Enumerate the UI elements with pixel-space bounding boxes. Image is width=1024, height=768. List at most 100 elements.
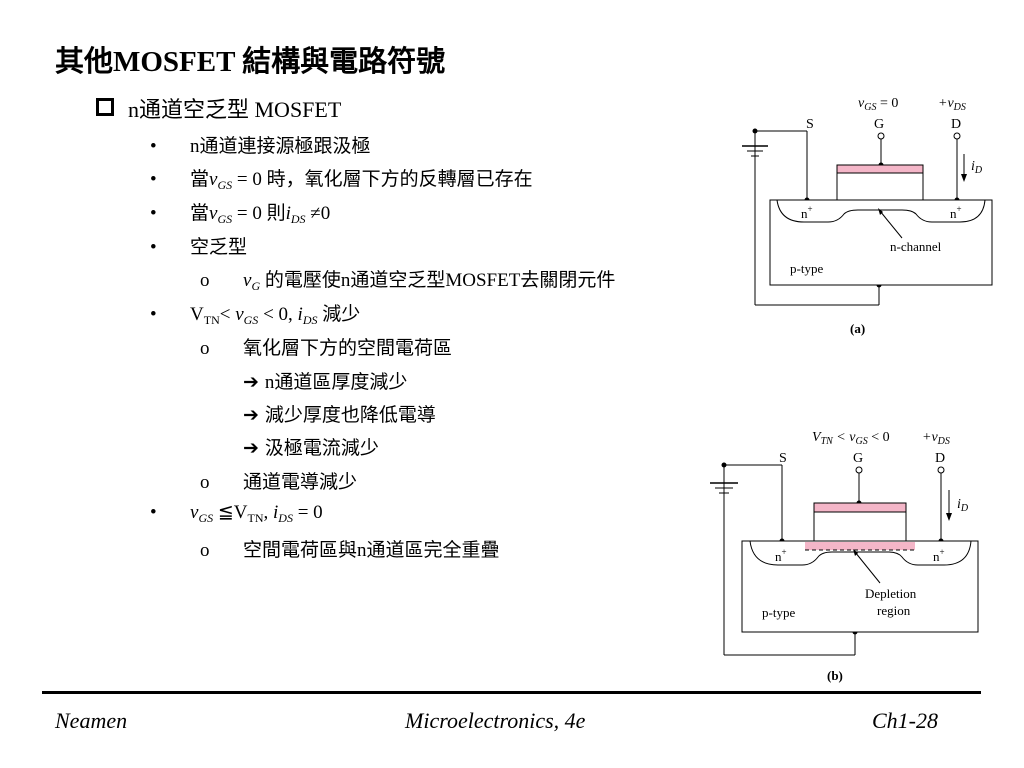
drain-terminal-icon xyxy=(953,132,961,140)
bullet-text: ≦V xyxy=(213,502,248,523)
var-sub: DS xyxy=(290,212,306,226)
bullet-text: 當 xyxy=(190,203,210,224)
n-plus-drain: n+ xyxy=(933,547,945,564)
drain-terminal-icon xyxy=(937,466,945,474)
bullet-text: , xyxy=(263,502,274,523)
gate-label: G xyxy=(853,451,863,466)
p-substrate xyxy=(741,540,979,633)
bullet-text: n通道區厚度減少 xyxy=(264,372,408,393)
figure-a-mosfet-diagram: vGS = 0 +vDS S G D iD n+ n+ n-channel p-… xyxy=(742,96,993,336)
p-type-label: p-type xyxy=(762,605,795,620)
bullet-text: 當 xyxy=(190,169,210,190)
bullet-dot: • xyxy=(150,304,157,325)
bullet-text: ≠0 xyxy=(305,203,331,224)
bullet-text: < 0, xyxy=(258,304,298,325)
var-v: v xyxy=(243,270,252,291)
footer-divider xyxy=(42,691,981,694)
section-heading: n通道空乏型 MOSFET xyxy=(96,92,341,124)
figure-b-mosfet-diagram: VTN < vGS < 0 +vDS S G D iD n+ n+ Deplet… xyxy=(710,430,979,683)
bullet-text: = 0 時，氧化層下方的反轉層已存在 xyxy=(232,169,533,190)
arrow-right-icon: ➔ xyxy=(243,371,259,393)
source-label: S xyxy=(806,117,814,132)
bullet-text: V xyxy=(190,304,204,325)
bullet-text: 氧化層下方的空間電荷區 xyxy=(243,338,453,359)
arrow-item: ➔n通道區厚度減少 xyxy=(243,367,407,394)
gate-oxide xyxy=(836,172,924,201)
drain-label: D xyxy=(935,451,945,466)
n-channel-region xyxy=(749,540,972,566)
var-sub: G xyxy=(251,279,261,293)
bullet-text: 汲極電流減少 xyxy=(264,438,379,459)
gate-oxide xyxy=(813,511,907,542)
gate-terminal-icon xyxy=(855,466,863,474)
bullet-text: = 0 xyxy=(292,502,323,523)
gate-electrode xyxy=(813,502,907,513)
var-v: v xyxy=(209,169,218,190)
bullet-text: 減少 xyxy=(317,304,361,325)
bullet-item: •空乏型 xyxy=(150,232,247,259)
footer-author: Neamen xyxy=(55,708,128,733)
drain-label: D xyxy=(951,117,961,132)
var-sub: DS xyxy=(278,511,293,525)
sub-bullet-marker: o xyxy=(200,270,210,291)
p-type-label: p-type xyxy=(790,261,823,276)
id-label: iD xyxy=(957,497,969,514)
bullet-dot: • xyxy=(150,237,157,258)
bullet-text: 通道電導減少 xyxy=(243,472,358,493)
square-bullet-icon xyxy=(96,98,114,116)
gate-electrode xyxy=(836,164,924,174)
p-substrate xyxy=(769,199,993,286)
vds-label: +vDS xyxy=(922,430,950,447)
n-plus-source: n+ xyxy=(801,204,813,221)
sub-bullet-item: o vG 的電壓使n通道空乏型MOSFET去關閉元件 xyxy=(200,265,615,292)
var-v: v xyxy=(235,304,244,325)
n-channel-label: n-channel xyxy=(890,239,942,254)
var-sub: GS xyxy=(243,313,259,327)
vgs-range-label: VTN < vGS < 0 xyxy=(812,430,890,447)
var-sub: TN xyxy=(203,313,220,327)
var-sub: TN xyxy=(247,511,264,525)
source-label: S xyxy=(779,451,787,466)
bullet-text: 減少厚度也降低電導 xyxy=(264,405,436,426)
page-title: 其他MOSFET 結構與電路符號 xyxy=(55,46,446,78)
sub-bullet-marker: o xyxy=(200,540,210,561)
var-i: i xyxy=(273,502,279,523)
var-i: i xyxy=(297,304,303,325)
arrow-item: ➔汲極電流減少 xyxy=(243,433,379,460)
id-label: iD xyxy=(971,159,983,176)
bullet-item: •VTN< vGS < 0, iDS 減少 xyxy=(150,299,360,326)
arrow-right-icon: ➔ xyxy=(243,404,259,426)
var-sub: GS xyxy=(217,212,233,226)
n-plus-source: n+ xyxy=(775,547,787,564)
section-heading-text: n通道空乏型 MOSFET xyxy=(128,97,342,122)
var-v: v xyxy=(209,203,218,224)
var-i: i xyxy=(285,203,291,224)
bullet-text: < xyxy=(219,304,236,325)
arrow-right-icon: ➔ xyxy=(243,437,259,459)
bullet-text: n通道連接源極跟汲極 xyxy=(190,136,371,157)
bullet-item: •n通道連接源極跟汲極 xyxy=(150,131,371,158)
arrow-item: ➔減少厚度也降低電導 xyxy=(243,400,436,427)
bullet-text: = 0 則 xyxy=(232,203,286,224)
vgs-label: vGS = 0 xyxy=(858,96,898,113)
bullet-item: • vGS ≦VTN, iDS = 0 xyxy=(150,501,323,524)
footer-page: Ch1-28 xyxy=(872,708,938,733)
vds-label: +vDS xyxy=(938,96,966,113)
var-v: v xyxy=(190,502,199,523)
var-sub: GS xyxy=(198,511,214,525)
depletion-label-2: region xyxy=(877,603,911,618)
n-plus-drain: n+ xyxy=(950,204,962,221)
bullet-dot: • xyxy=(150,203,157,224)
depletion-region xyxy=(805,542,915,550)
footer-book: Microelectronics, 4e xyxy=(405,708,586,733)
bullet-text: 的電壓使n通道空乏型MOSFET去關閉元件 xyxy=(260,270,616,291)
bullet-item: • 當vGS = 0 則iDS ≠0 xyxy=(150,198,330,225)
bullet-dot: • xyxy=(150,502,157,523)
figure-caption: (a) xyxy=(850,321,865,336)
gate-terminal-icon xyxy=(877,132,885,140)
depletion-label: Depletion xyxy=(865,586,917,601)
bullet-dot: • xyxy=(150,169,157,190)
bullet-item: •當vGS = 0 時，氧化層下方的反轉層已存在 xyxy=(150,164,533,191)
